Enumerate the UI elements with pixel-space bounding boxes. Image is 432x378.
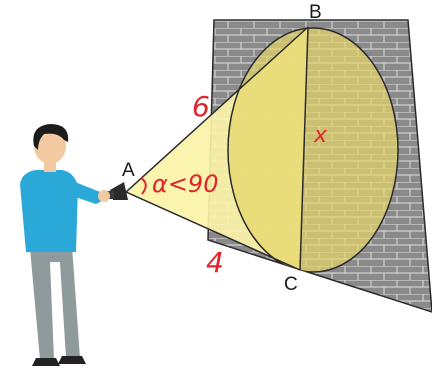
annotation-chord-bc: x [313, 123, 328, 148]
label-point-a: A [122, 160, 135, 181]
spotlight-ellipse [227, 27, 399, 273]
annotation-side-ac: 4 [206, 246, 224, 279]
label-point-b: B [309, 2, 322, 23]
side-ab-line [125, 26, 309, 193]
chord-bc-line [299, 26, 309, 271]
side-ac-line [125, 191, 301, 271]
person-figure [20, 124, 110, 366]
label-point-c: C [284, 274, 298, 295]
angle-arc [140, 177, 147, 195]
annotation-angle-condition: α<90 [152, 170, 218, 198]
annotation-side-ab: 6 [192, 90, 210, 123]
